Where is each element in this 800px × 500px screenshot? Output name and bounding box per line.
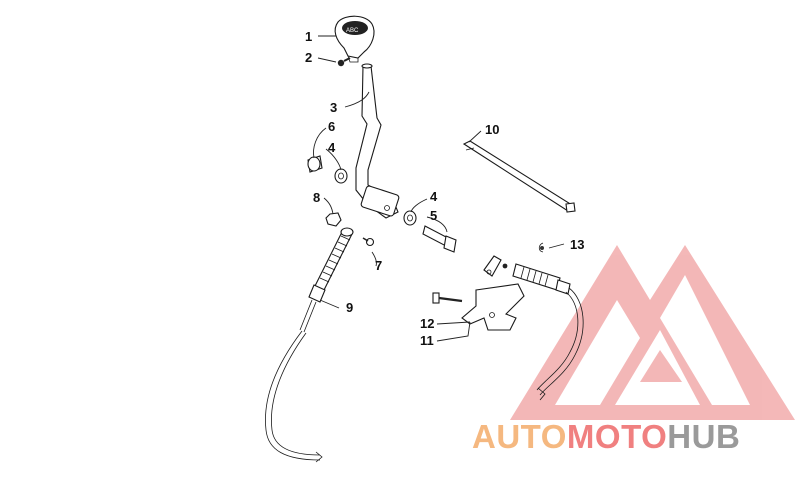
washer-part-4-upper [334, 168, 348, 184]
callout-10: 10 [485, 122, 499, 137]
shift-lever [355, 63, 400, 219]
callout-7: 7 [375, 258, 382, 273]
bushing-part-6 [307, 155, 323, 173]
callout-13: 13 [570, 237, 584, 252]
shift-cable [265, 227, 354, 463]
bolt-part-12 [432, 292, 463, 304]
watermark-moto: MOTO [567, 418, 667, 455]
washer-part-4-lower [403, 210, 417, 226]
svg-text:ABC: ABC [346, 28, 359, 34]
bolt-part-5 [422, 225, 457, 253]
callout-12: 12 [420, 316, 434, 331]
bracket-part-11 [461, 283, 525, 331]
callout-4-upper: 4 [328, 140, 336, 155]
callout-8: 8 [313, 190, 320, 205]
screw-part-2 [337, 57, 351, 67]
leader-lines [313, 35, 565, 342]
callout-4-lower: 4 [430, 189, 438, 204]
callout-1: 1 [305, 29, 312, 44]
screw-part-7 [362, 237, 375, 247]
svg-text:AUTOMOTOHUB: AUTOMOTOHUB [472, 418, 740, 455]
clip-part-13 [538, 242, 544, 253]
cable-end-assembly [483, 255, 584, 401]
callout-labels: 1 2 3 6 4 8 4 5 7 9 10 12 11 13 [305, 29, 584, 348]
callout-3: 3 [330, 100, 337, 115]
callout-2: 2 [305, 50, 312, 65]
cable-tie [462, 140, 576, 213]
watermark-logo [510, 245, 795, 420]
callout-11: 11 [420, 333, 434, 348]
shift-knob: ABC [334, 15, 375, 63]
watermark-hub: HUB [667, 418, 740, 455]
callout-5: 5 [430, 208, 437, 223]
callout-6: 6 [328, 119, 335, 134]
nut-part-8 [325, 212, 342, 227]
watermark-auto: AUTO [472, 418, 567, 455]
watermark-text: AUTOMOTOHUB [472, 418, 740, 455]
callout-9: 9 [346, 300, 353, 315]
